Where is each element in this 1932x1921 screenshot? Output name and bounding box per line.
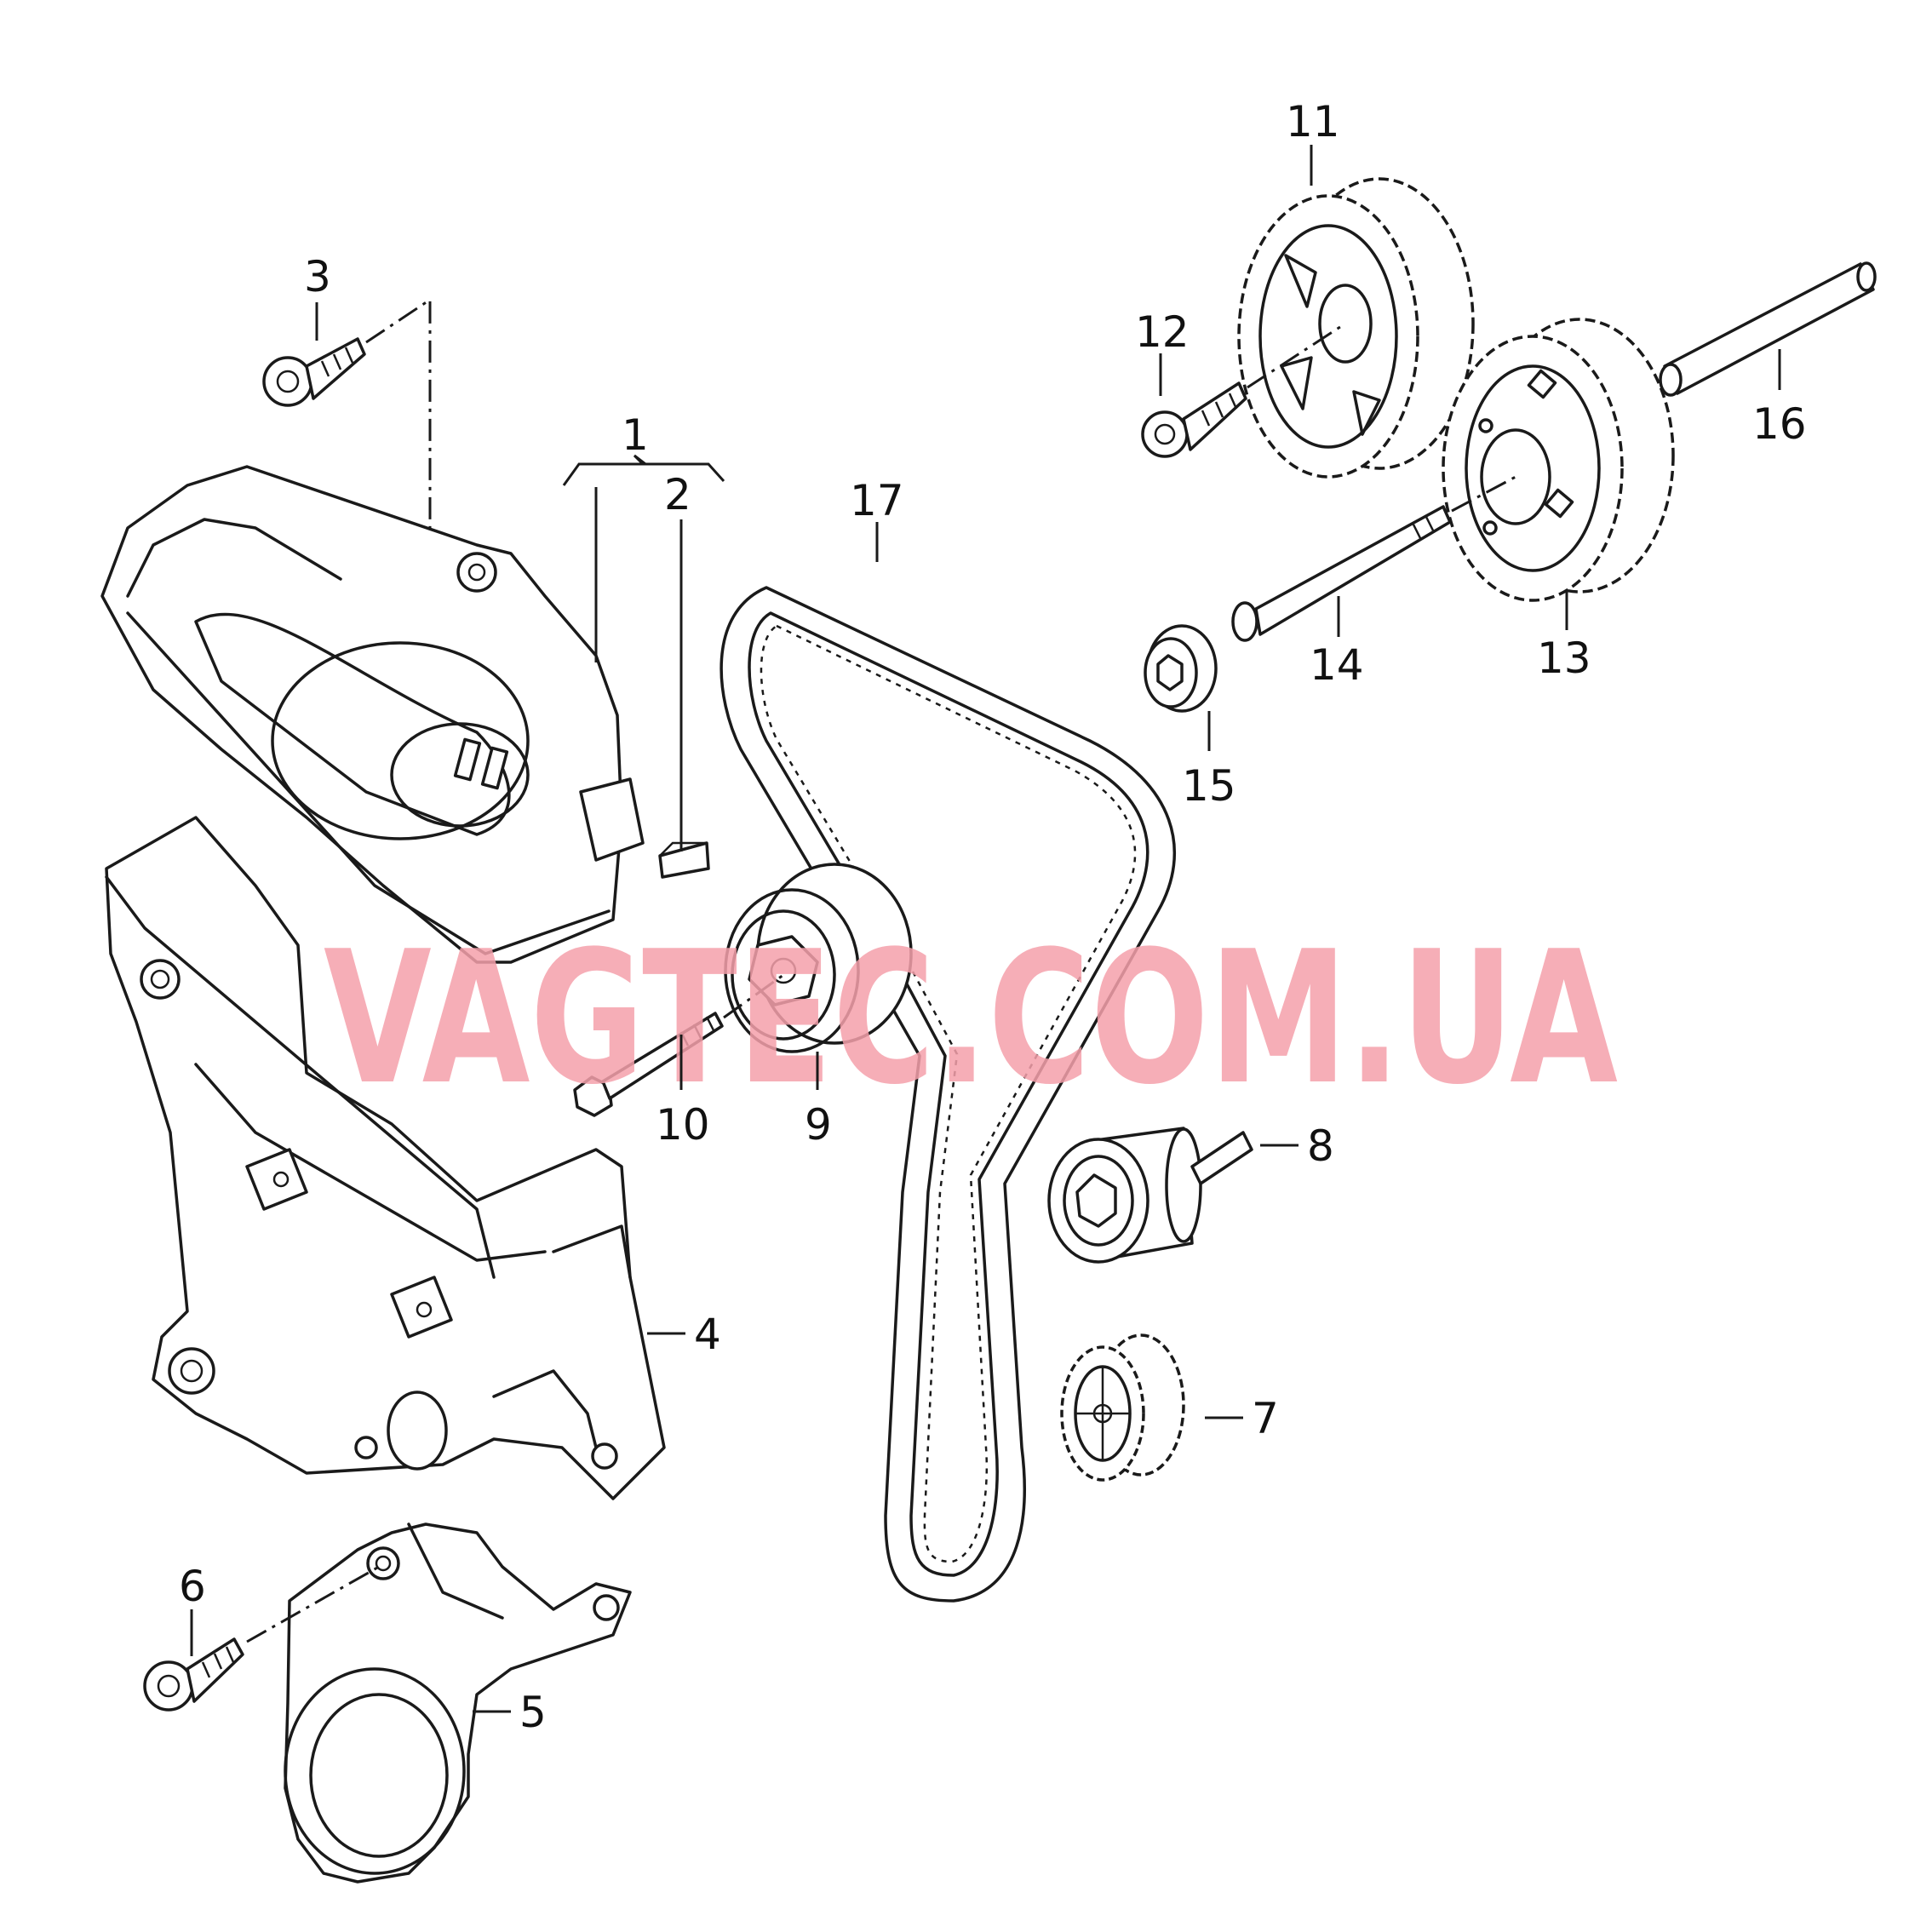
washer-nut-15-icon[interactable] <box>1144 624 1218 713</box>
part-label-9[interactable]: 9 <box>805 1100 832 1150</box>
lower-timing-cover-icon[interactable] <box>105 816 666 1500</box>
bolt-10-icon[interactable] <box>573 1012 724 1117</box>
part-label-14[interactable]: 14 <box>1310 640 1364 690</box>
idler-roller-icon[interactable] <box>1047 1127 1253 1264</box>
camshaft-sprocket-13-icon[interactable] <box>1442 318 1675 602</box>
part-label-4[interactable]: 4 <box>694 1310 721 1359</box>
toothed-belt-icon[interactable] <box>719 586 1176 1603</box>
part-label-15[interactable]: 15 <box>1182 761 1236 811</box>
leader-lines <box>190 145 1781 1713</box>
part-labels: 1 2 3 4 5 6 7 8 9 10 11 12 13 14 15 16 1… <box>179 97 1807 1737</box>
watermark-text: VAGTEC.COM.UA <box>324 911 1618 1125</box>
tensioner-roller-icon[interactable] <box>724 863 913 1053</box>
shaft-16-icon[interactable] <box>1659 261 1877 397</box>
camshaft-sprocket-11-icon[interactable] <box>1237 177 1475 479</box>
upper-timing-cover-icon[interactable] <box>100 465 645 964</box>
bolt-6-icon[interactable] <box>143 1637 244 1712</box>
part-label-1[interactable]: 1 <box>622 410 649 460</box>
crank-pulley-cover-icon[interactable] <box>284 1522 632 1884</box>
part-label-3[interactable]: 3 <box>304 252 331 301</box>
part-label-11[interactable]: 11 <box>1286 97 1340 146</box>
long-bolt-14-icon[interactable] <box>1231 505 1452 642</box>
part-label-6[interactable]: 6 <box>179 1562 206 1611</box>
bolt-3-icon[interactable] <box>262 337 366 407</box>
part-label-10[interactable]: 10 <box>656 1100 710 1150</box>
part-label-7[interactable]: 7 <box>1252 1394 1279 1443</box>
part-label-8[interactable]: 8 <box>1307 1121 1334 1171</box>
part-label-5[interactable]: 5 <box>519 1688 547 1737</box>
part-label-2[interactable]: 2 <box>664 470 691 519</box>
crankshaft-sprocket-icon[interactable] <box>1060 1333 1185 1482</box>
part-label-12[interactable]: 12 <box>1135 307 1190 357</box>
clip-2-icon[interactable] <box>658 841 710 879</box>
part-label-13[interactable]: 13 <box>1537 634 1591 683</box>
part-label-17[interactable]: 17 <box>850 476 904 525</box>
part-label-16[interactable]: 16 <box>1752 399 1807 449</box>
bolt-12-icon[interactable] <box>1141 381 1247 458</box>
